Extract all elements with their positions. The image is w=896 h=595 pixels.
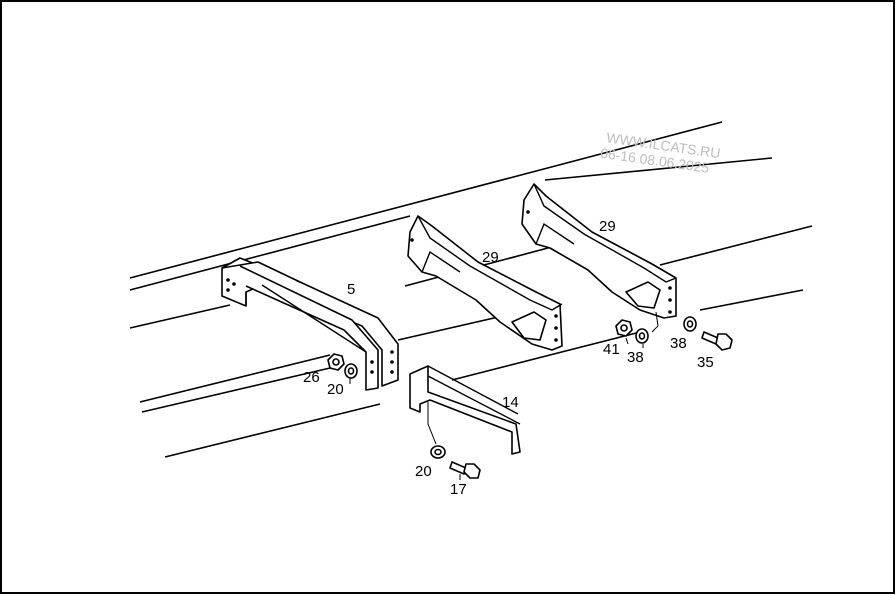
washer-20-upper[interactable]	[344, 363, 358, 379]
callout-35: 35	[697, 354, 714, 371]
cross-member-29-front[interactable]	[407, 215, 563, 351]
callout-38-left: 38	[627, 349, 644, 366]
nut-41[interactable]	[615, 319, 633, 337]
callout-41: 41	[603, 341, 620, 358]
washer-20-lower[interactable]	[430, 445, 446, 459]
bolt-17[interactable]	[449, 461, 481, 479]
washer-38-left[interactable]	[635, 328, 649, 344]
bolt-35[interactable]	[701, 331, 733, 351]
callout-20-upper: 20	[327, 381, 344, 398]
cross-member-5[interactable]	[221, 257, 399, 391]
callout-29-rear: 29	[599, 218, 616, 235]
callout-17: 17	[450, 481, 467, 498]
nut-26[interactable]	[327, 353, 345, 371]
washer-38-right[interactable]	[683, 316, 697, 332]
callout-14: 14	[502, 394, 519, 411]
leader-lines	[349, 311, 659, 480]
callout-38-right: 38	[670, 335, 687, 352]
callout-29-front: 29	[482, 249, 499, 266]
cross-member-29-rear[interactable]	[521, 183, 677, 319]
watermark: WWW.ILCATS.RU 06-16 08.06.2025	[599, 129, 721, 175]
callout-26: 26	[303, 369, 320, 386]
callout-20-lower: 20	[415, 463, 432, 480]
frame-rails	[129, 121, 813, 458]
bracket-14[interactable]	[409, 365, 521, 455]
callout-5: 5	[347, 281, 355, 298]
